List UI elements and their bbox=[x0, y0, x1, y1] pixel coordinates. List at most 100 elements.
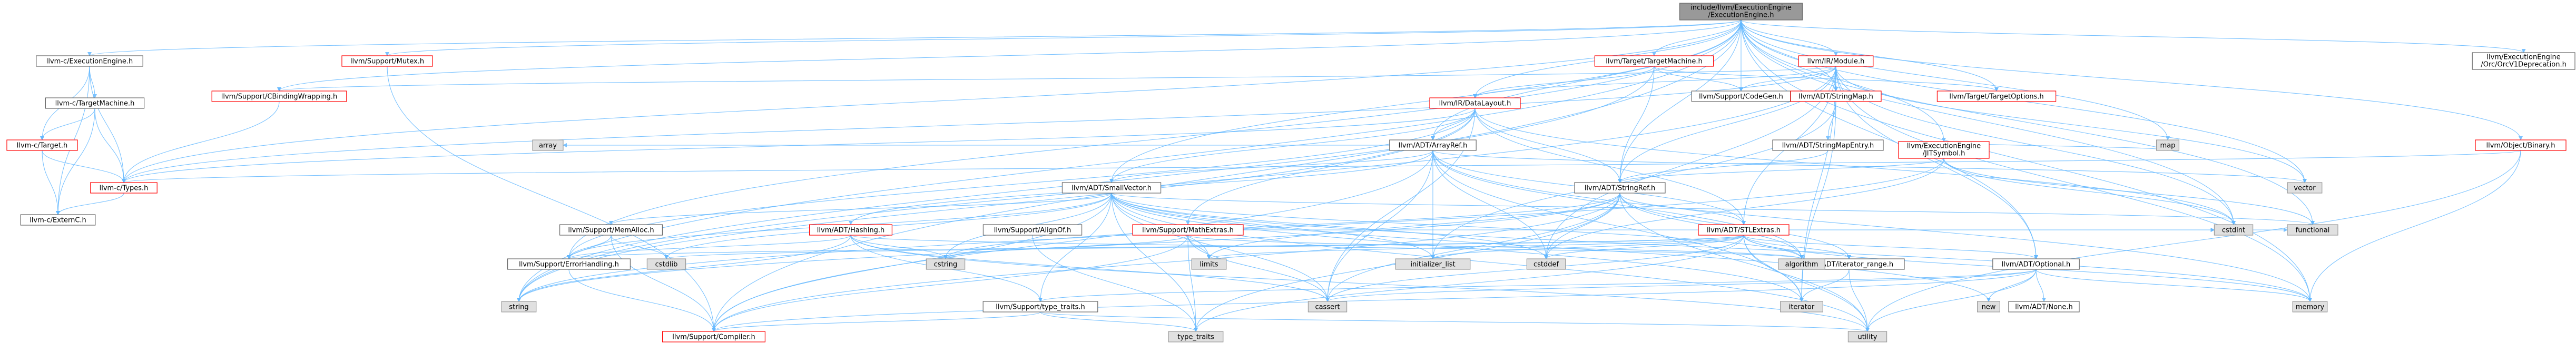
node-box bbox=[1429, 97, 1521, 109]
edge-root-to-smallvec bbox=[1109, 19, 1742, 183]
node-stringmap[interactable]: llvm/ADT/StringMap.h bbox=[1790, 90, 1882, 102]
node-codegen[interactable]: llvm/Support/CodeGen.h bbox=[1691, 90, 1791, 102]
node-box bbox=[507, 258, 631, 270]
node-c-target[interactable]: llvm-c/Target.h bbox=[6, 139, 78, 151]
node-iterator[interactable]: iterator bbox=[1780, 301, 1824, 312]
node-label: array bbox=[539, 142, 557, 150]
node-typetraits-std[interactable]: type_traits bbox=[1168, 331, 1224, 342]
node-label: llvm/Target/TargetMachine.h bbox=[1606, 58, 1703, 66]
node-tm[interactable]: llvm/Target/TargetMachine.h bbox=[1594, 55, 1714, 67]
node-stringref[interactable]: llvm/ADT/StringRef.h bbox=[1574, 182, 1666, 194]
edge-root-to-mutex bbox=[385, 19, 1742, 56]
edge-tm-to-codegen bbox=[1654, 66, 1743, 92]
edge-smallvec-to-algorithm bbox=[1111, 193, 1804, 259]
edge-mathextras-to-typetraits_std bbox=[1187, 235, 1198, 332]
node-mutex[interactable]: llvm/Support/Mutex.h bbox=[341, 55, 433, 67]
node-smallvec[interactable]: llvm/ADT/SmallVector.h bbox=[1061, 182, 1162, 194]
node-label: new bbox=[1982, 304, 1996, 311]
node-memory[interactable]: memory bbox=[2292, 301, 2328, 312]
node-c-tm[interactable]: llvm-c/TargetMachine.h bbox=[45, 97, 145, 109]
node-box bbox=[662, 331, 765, 342]
node-mathextras[interactable]: llvm/Support/MathExtras.h bbox=[1132, 224, 1244, 236]
node-cbw[interactable]: llvm/Support/CBindingWrapping.h bbox=[211, 90, 347, 102]
node-typetraits[interactable]: llvm/Support/type_traits.h bbox=[982, 301, 1098, 312]
node-box bbox=[926, 258, 966, 270]
edge-mutex-to-compiler bbox=[387, 66, 716, 332]
edge-arrayref-to-smallvec bbox=[1109, 150, 1433, 183]
edge-stlextras-to-typetraits_std bbox=[1194, 235, 1744, 332]
node-smentry[interactable]: llvm/ADT/StringMapEntry.h bbox=[1772, 139, 1884, 151]
node-functional[interactable]: functional bbox=[2287, 224, 2338, 236]
node-label: llvm-c/ExecutionEngine.h bbox=[46, 58, 133, 66]
node-cstring[interactable]: cstring bbox=[926, 258, 966, 270]
node-box bbox=[982, 301, 1098, 312]
edge-root-to-errhandling bbox=[567, 19, 1742, 259]
node-label: algorithm bbox=[1785, 261, 1818, 269]
edge-optional-to-compiler bbox=[712, 269, 2037, 332]
node-label: cstddef bbox=[1533, 261, 1559, 269]
node-alignof[interactable]: llvm/Support/AlignOf.h bbox=[982, 224, 1083, 236]
node-datalayout[interactable]: llvm/IR/DataLayout.h bbox=[1429, 97, 1521, 109]
edge-mathextras-to-cstring bbox=[943, 235, 1188, 259]
node-initlist[interactable]: initializer_list bbox=[1395, 258, 1471, 270]
node-box bbox=[1936, 90, 2057, 102]
node-label: llvm/ExecutionEngine bbox=[1907, 143, 1981, 150]
node-box bbox=[1594, 55, 1714, 67]
node-c-types[interactable]: llvm-c/Types.h bbox=[90, 182, 158, 194]
edge-datalayout-to-string bbox=[517, 108, 1476, 302]
node-box bbox=[982, 224, 1083, 236]
node-topts[interactable]: llvm/Target/TargetOptions.h bbox=[1936, 90, 2057, 102]
node-label: initializer_list bbox=[1410, 261, 1455, 269]
node-map[interactable]: map bbox=[2156, 139, 2180, 151]
node-vector[interactable]: vector bbox=[2287, 182, 2323, 194]
node-errhandling[interactable]: llvm/Support/ErrorHandling.h bbox=[507, 258, 631, 270]
edge-module-to-cbw bbox=[277, 66, 1836, 92]
edge-root-to-memory bbox=[1741, 19, 2312, 302]
node-c-externc[interactable]: llvm-c/ExternC.h bbox=[20, 214, 96, 226]
node-memalloc[interactable]: llvm/Support/MemAlloc.h bbox=[559, 224, 663, 236]
node-stlextras[interactable]: llvm/ADT/STLExtras.h bbox=[1698, 224, 1790, 236]
edge-optional-to-new bbox=[1987, 269, 2037, 302]
node-label: llvm/ADT/Optional.h bbox=[2002, 261, 2071, 269]
node-new[interactable]: new bbox=[1977, 301, 2001, 312]
node-box bbox=[1574, 182, 1666, 194]
node-arrayref[interactable]: llvm/ADT/ArrayRef.h bbox=[1389, 139, 1477, 151]
node-label: llvm/ADT/ArrayRef.h bbox=[1399, 142, 1468, 150]
node-compiler[interactable]: llvm/Support/Compiler.h bbox=[662, 331, 765, 342]
edge-hashing-to-cassert bbox=[850, 235, 1330, 302]
edge-stlextras-to-itrange bbox=[1743, 235, 1851, 259]
node-algorithm[interactable]: algorithm bbox=[1778, 258, 1825, 270]
edge-stlextras-to-cstdlib bbox=[664, 235, 1744, 259]
edge-smallvec-to-cstddef bbox=[1111, 193, 1548, 259]
edge-cbw-to-c_types bbox=[122, 101, 280, 183]
node-label: llvm/ADT/STLExtras.h bbox=[1707, 227, 1781, 235]
node-cstdint[interactable]: cstdint bbox=[2214, 224, 2254, 236]
node-box bbox=[2287, 182, 2323, 194]
node-string[interactable]: string bbox=[501, 301, 537, 312]
node-box bbox=[1780, 301, 1824, 312]
node-module[interactable]: llvm/IR/Module.h bbox=[1798, 55, 1874, 67]
node-c-ee[interactable]: llvm-c/ExecutionEngine.h bbox=[36, 55, 143, 67]
node-label: cstring bbox=[934, 261, 957, 269]
node-root[interactable]: include/llvm/ExecutionEngine/ExecutionEn… bbox=[1679, 3, 1803, 21]
node-jitsym[interactable]: llvm/ExecutionEngine/JITSymbol.h bbox=[1898, 141, 1990, 159]
node-optional[interactable]: llvm/ADT/Optional.h bbox=[1992, 258, 2080, 270]
edge-smentry-to-stringref bbox=[1618, 150, 1828, 183]
node-limits[interactable]: limits bbox=[1191, 258, 1227, 270]
node-array[interactable]: array bbox=[532, 139, 564, 151]
edge-c_ee-to-c_types bbox=[89, 66, 126, 183]
node-box bbox=[1307, 301, 1348, 312]
node-objlib[interactable]: llvm/Object/Binary.h bbox=[2475, 139, 2567, 151]
node-cstdlib[interactable]: cstdlib bbox=[646, 258, 686, 270]
node-hashing[interactable]: llvm/ADT/Hashing.h bbox=[809, 224, 892, 236]
node-none[interactable]: llvm/ADT/None.h bbox=[2008, 301, 2080, 312]
edge-root-to-eeorc bbox=[1741, 19, 2526, 53]
node-utility[interactable]: utility bbox=[1847, 331, 1887, 342]
node-cstddef[interactable]: cstddef bbox=[1526, 258, 1566, 270]
node-label: llvm/Support/type_traits.h bbox=[996, 304, 1085, 311]
node-label: llvm/ADT/StringMap.h bbox=[1798, 93, 1873, 101]
node-cassert[interactable]: cassert bbox=[1307, 301, 1348, 312]
edge-stlextras-to-limits bbox=[1207, 235, 1744, 259]
node-eeorc[interactable]: llvm/ExecutionEngine/Orc/OrcV1Deprecatio… bbox=[2472, 52, 2575, 70]
edge-optional-to-typetraits bbox=[1038, 269, 2037, 302]
